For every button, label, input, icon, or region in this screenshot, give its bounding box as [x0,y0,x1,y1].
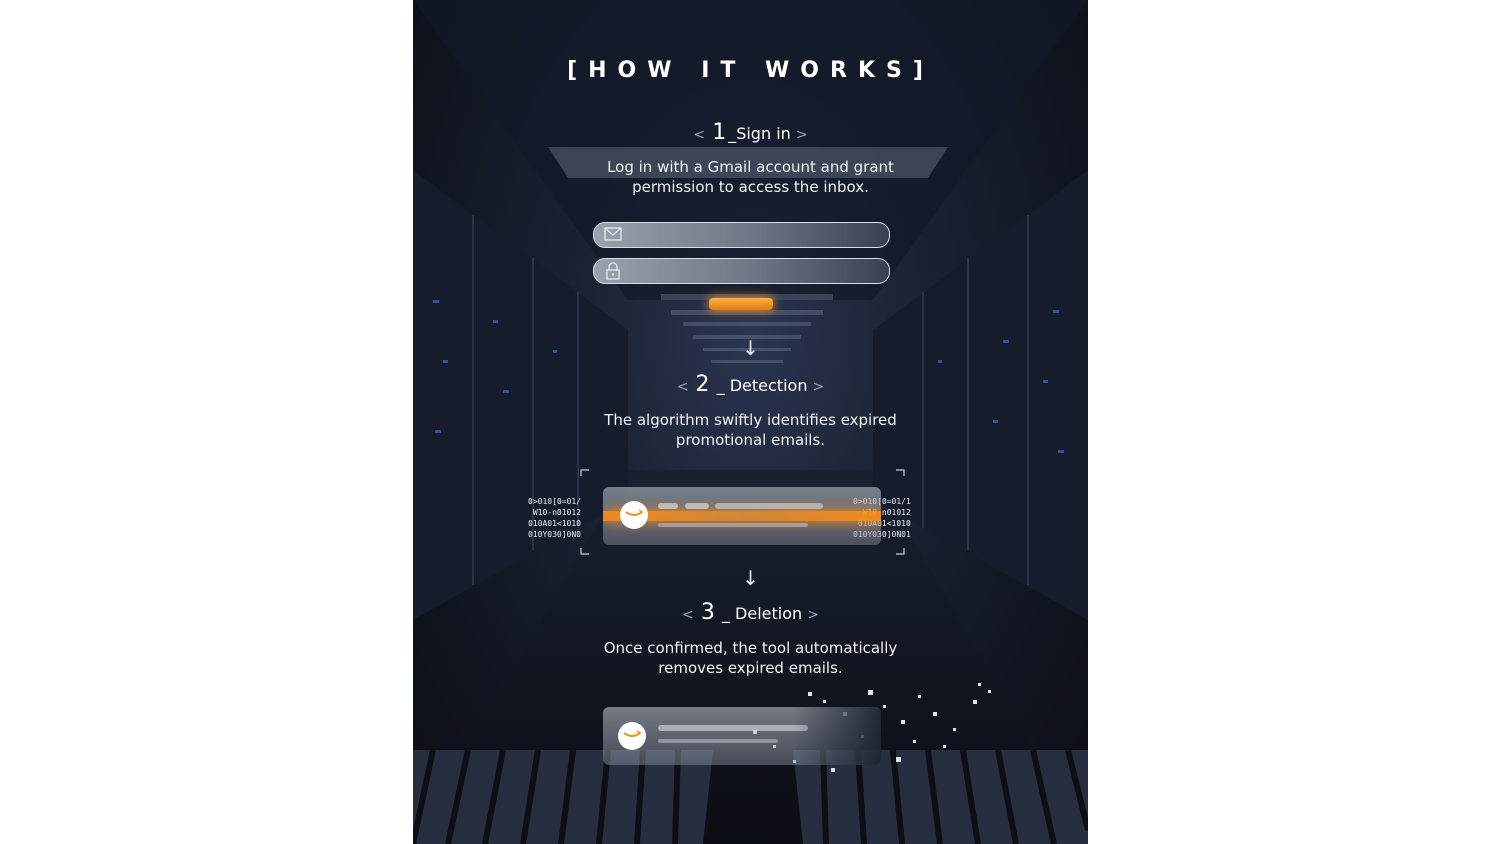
step-1-description-line-2: permission to access the inbox. [632,178,869,196]
how-it-works-panel: [HOW IT WORKS] < 1_Sign in > Log in with… [413,0,1088,844]
step-2-label: _ Detection [716,376,808,395]
step-3-number: 3 [700,600,715,625]
dissolve-effect [793,707,881,765]
detected-email-card [603,487,881,545]
email-field[interactable] [593,222,890,248]
step-1-heading: < 1_Sign in > [413,120,1088,145]
step-3-open-bracket: < [682,607,694,623]
scan-line [603,511,881,521]
step-2-description-line-2: promotional emails. [675,431,826,449]
placeholder-bar [658,739,778,743]
step-1-number: 1 [712,120,727,145]
server-corridor-background [413,0,1088,844]
placeholder-bar [658,523,808,527]
placeholder-bar [658,725,808,731]
down-arrow-icon: ↓ [742,336,759,360]
binary-code-left: 0>010[0=01/ W10-n01012 010A01<1010 010Y0… [528,497,581,539]
step-3-label: _ Deletion [721,604,803,623]
page-title: [HOW IT WORKS] [567,58,934,83]
step-2-number: 2 [695,372,710,397]
step-3-description: Once confirmed, the tool automatically r… [413,638,1088,678]
deleted-email-card [603,707,881,765]
down-arrow-icon: ↓ [742,566,759,590]
step-2-description-line-1: The algorithm swiftly identifies expired [604,411,897,429]
placeholder-bar [715,503,823,509]
lock-icon [606,262,620,280]
step-2-heading: < 2 _ Detection > [413,372,1088,397]
password-field[interactable] [593,258,890,284]
placeholder-bar [685,503,709,509]
step-3-close-bracket: > [807,607,819,623]
smile-logo-icon [618,722,646,750]
step-1-description-line-1: Log in with a Gmail account and grant [607,158,894,176]
step-1-description: Log in with a Gmail account and grant pe… [413,157,1088,197]
step-1-open-bracket: < [693,127,706,143]
sign-in-button[interactable] [709,298,773,310]
step-1-close-bracket: > [795,127,808,143]
smile-logo-icon [620,501,648,529]
mail-icon [604,227,622,241]
step-3-heading: < 3 _ Deletion > [413,600,1088,625]
step-1-label: _Sign in [728,124,791,143]
step-2-description: The algorithm swiftly identifies expired… [413,410,1088,450]
binary-code-right: 0>010[0=01/1 W10-n01012 010A01<1010 010Y… [853,497,911,539]
step-2-open-bracket: < [676,379,689,395]
step-2-close-bracket: > [812,379,825,395]
step-3-description-line-1: Once confirmed, the tool automatically [603,639,898,657]
step-3-description-line-2: removes expired emails. [658,659,843,677]
placeholder-bar [658,503,678,509]
